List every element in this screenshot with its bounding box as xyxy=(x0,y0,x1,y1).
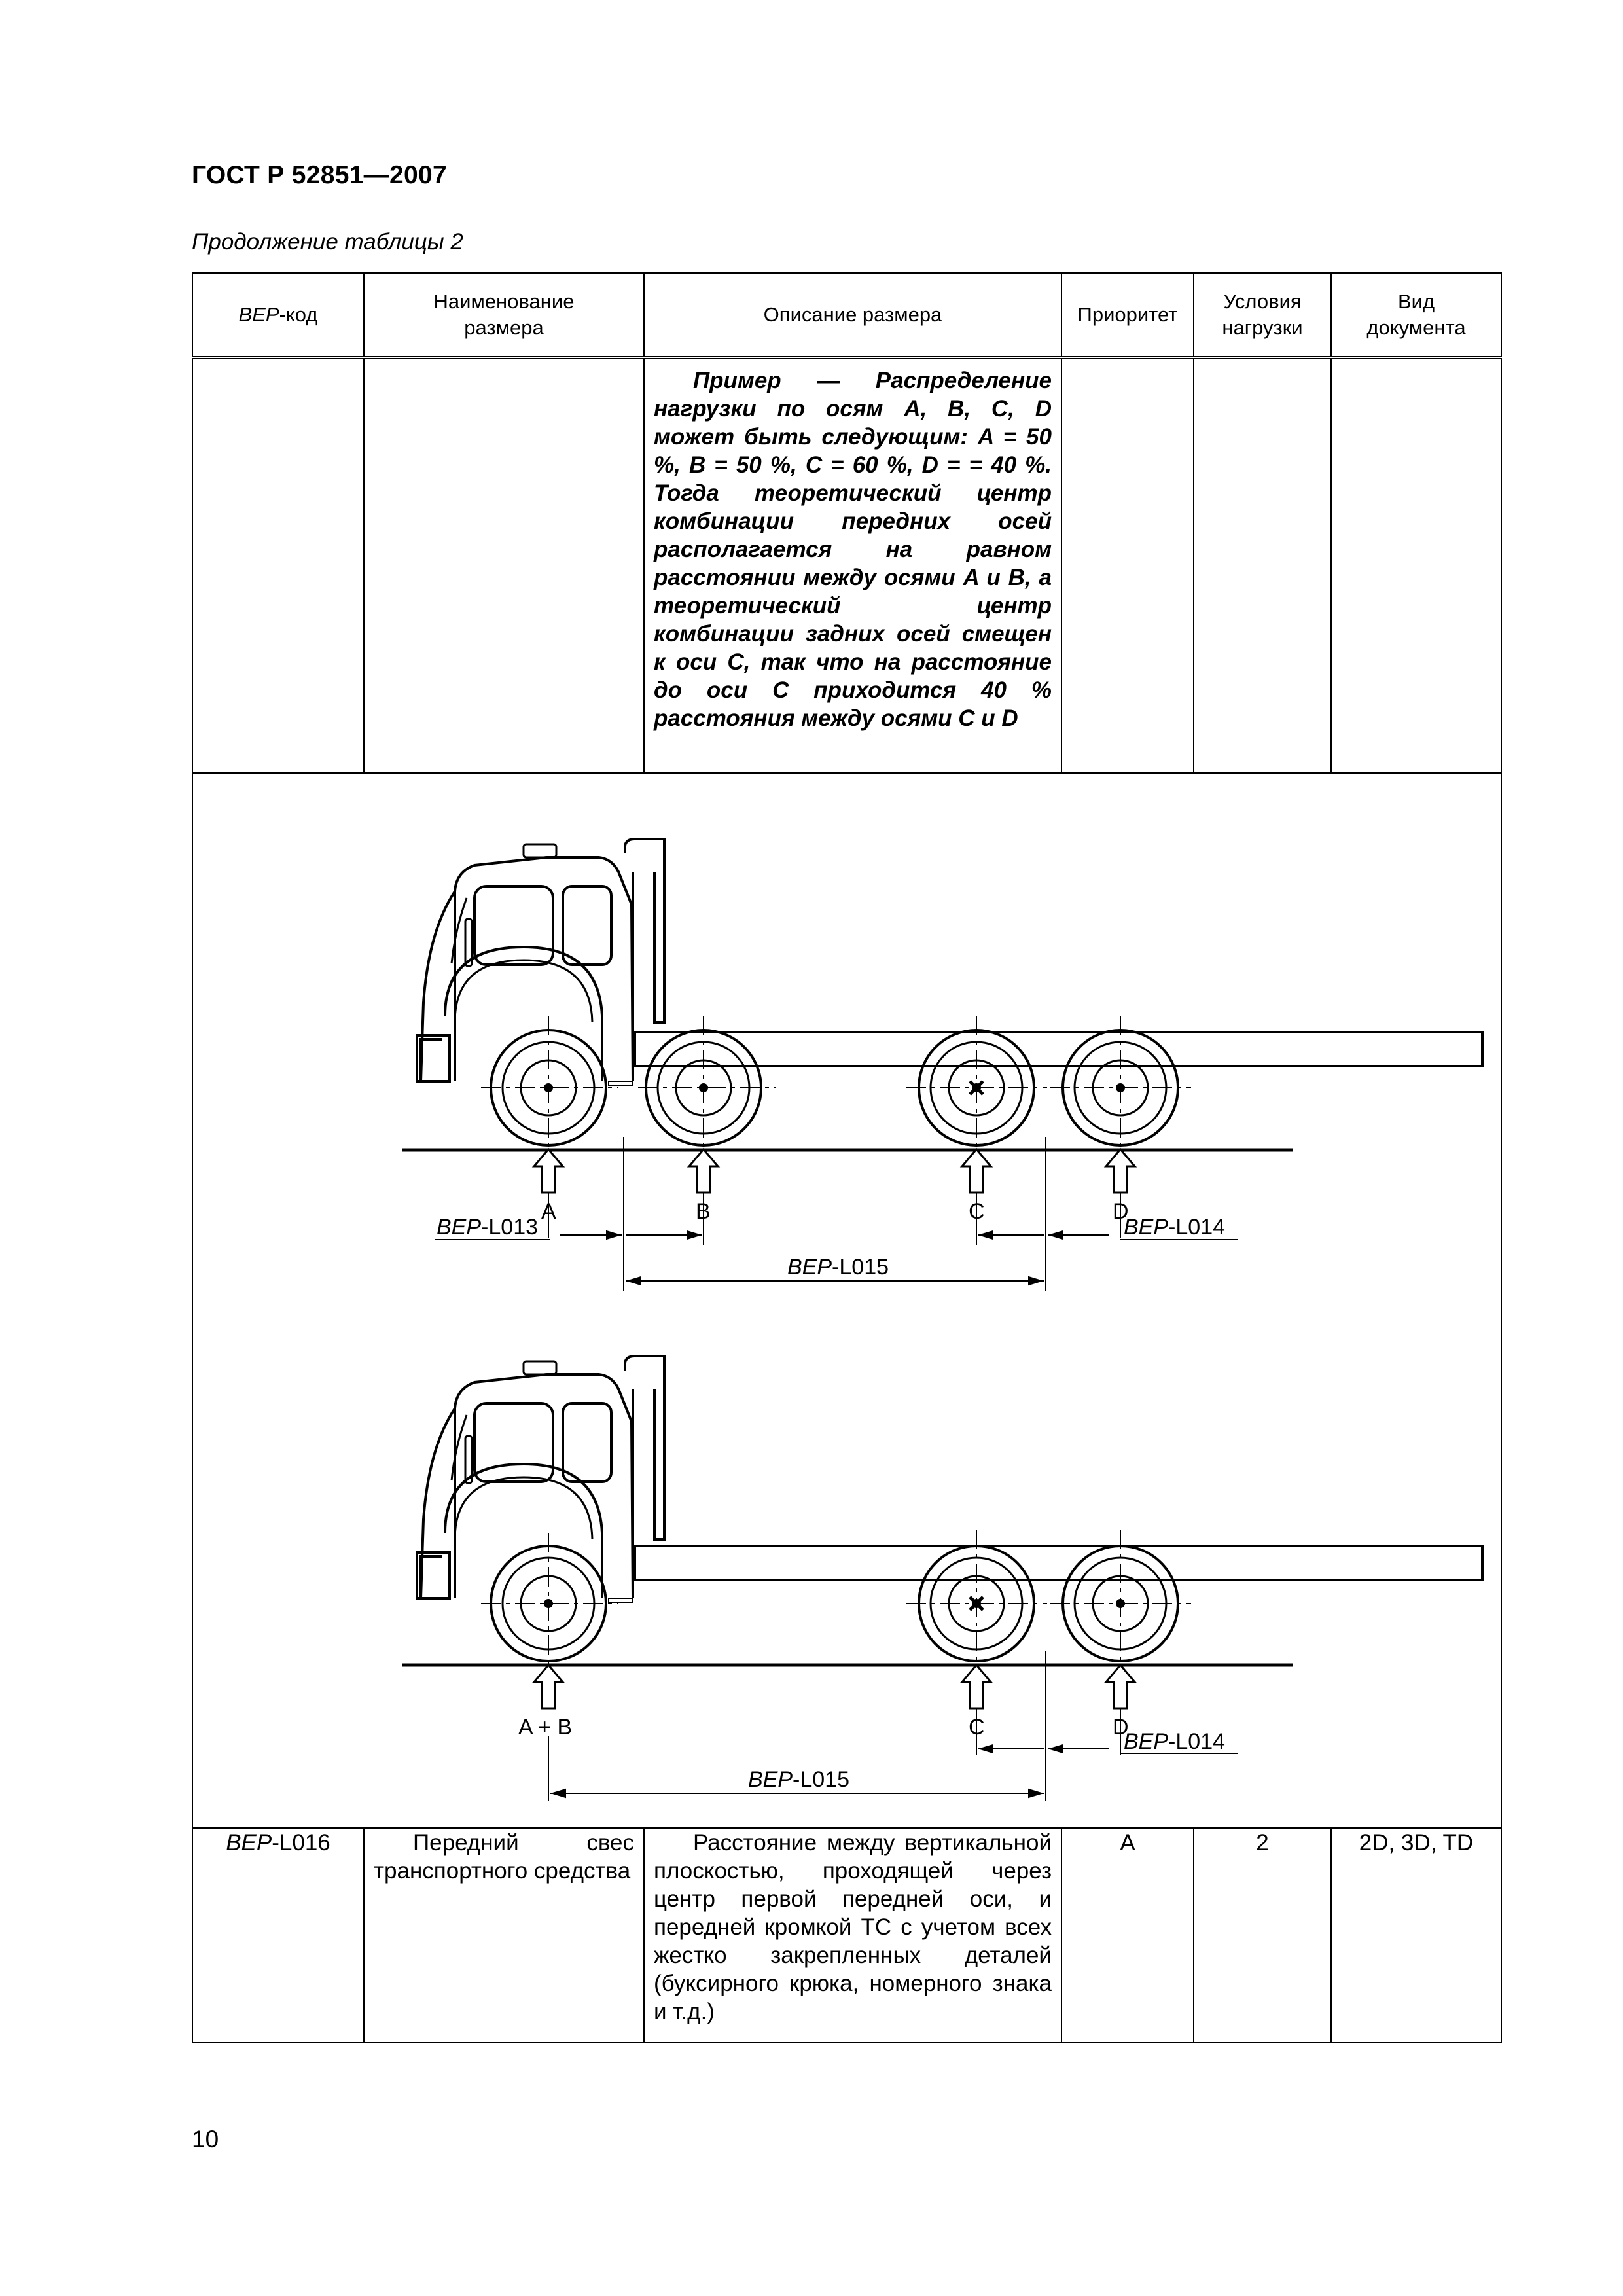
dim-label-l014-top: BEP-L014 xyxy=(1124,1215,1225,1240)
top-labels: A B C D BEP-L013 BEP-L014 BEP-L015 xyxy=(437,1199,1225,1280)
axle-label-d-bottom: D xyxy=(1113,1715,1129,1740)
example-empty-doctype xyxy=(1330,357,1502,774)
example-cell: Пример — Распределение нагрузки по осям … xyxy=(643,357,1062,774)
example-empty-name xyxy=(363,357,645,774)
example-empty-load xyxy=(1193,357,1332,774)
figure-row: A B C D BEP-L013 BEP-L014 BEP-L015 xyxy=(192,772,1502,1829)
example-empty-code xyxy=(192,357,365,774)
dim-label-l014-bottom: BEP-L014 xyxy=(1124,1729,1225,1754)
l016-document-type: 2D, 3D, TD xyxy=(1330,1827,1502,2043)
l016-description: Расстояние между вертикальной плоскостью… xyxy=(643,1827,1062,2043)
axle-label-d: D xyxy=(1113,1199,1129,1224)
dim-label-l015-bottom: BEP-L015 xyxy=(748,1767,849,1792)
document-standard-header: ГОСТ Р 52851—2007 xyxy=(192,161,447,189)
axle-label-c-bottom: C xyxy=(969,1715,985,1740)
table-row-l016: BEP-L016 Передний свес транспортного сре… xyxy=(192,1827,1502,2043)
top-truck-drawing xyxy=(402,838,1484,1291)
dim-label-l015-top: BEP-L015 xyxy=(787,1255,889,1280)
bottom-truck-drawing xyxy=(402,1355,1484,1801)
l016-code: BEP-L016 xyxy=(192,1827,365,2043)
l016-priority: A xyxy=(1061,1827,1194,2043)
example-empty-priority xyxy=(1061,357,1194,774)
axle-label-ab: A + B xyxy=(518,1715,572,1740)
figure-cell: A B C D BEP-L013 BEP-L014 BEP-L015 xyxy=(192,772,1502,1829)
axle-label-b: B xyxy=(696,1199,711,1224)
header-priority: Приоритет xyxy=(1061,272,1194,359)
table-continuation-caption: Продолжение таблицы 2 xyxy=(192,229,463,255)
l016-name: Передний свес транспортного средства xyxy=(363,1827,645,2043)
page-number: 10 xyxy=(192,2126,219,2153)
header-dimension-description: Описание размера xyxy=(643,272,1062,359)
example-row: Пример — Распределение нагрузки по осям … xyxy=(192,357,1502,774)
axle-label-a: A xyxy=(541,1199,556,1224)
bottom-labels: A + B C D BEP-L014 BEP-L015 xyxy=(518,1715,1225,1792)
axle-label-c: C xyxy=(969,1199,985,1224)
l016-load-condition: 2 xyxy=(1193,1827,1332,2043)
header-bep-code: BEP-код xyxy=(192,272,365,359)
example-text: Пример — Распределение нагрузки по осям … xyxy=(654,368,1052,731)
dim-label-l013: BEP-L013 xyxy=(437,1215,538,1240)
axle-load-diagram: A B C D BEP-L013 BEP-L014 BEP-L015 xyxy=(402,838,1484,1801)
